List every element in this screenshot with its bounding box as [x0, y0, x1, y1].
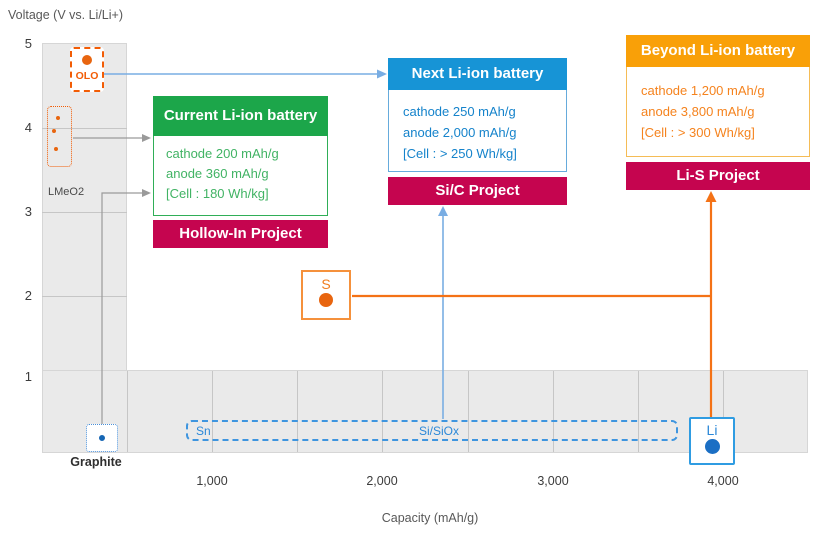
- lithium-marker-box: Li: [689, 417, 735, 465]
- gridline-x-1500: [297, 371, 298, 452]
- s-li-to-lis-arrowhead-icon: [705, 191, 717, 202]
- y-tick-4: 4: [24, 120, 32, 135]
- gridline-y-2: [42, 296, 127, 297]
- beyond-panel-specs: cathode 1,200 mAh/g anode 3,800 mAh/g [C…: [626, 67, 810, 157]
- current-spec-anode: anode 360 mAh/g: [166, 166, 269, 181]
- next-panel-title: Next Li-ion battery: [388, 58, 567, 90]
- lithium-dot-icon: [704, 439, 720, 454]
- y-tick-3: 3: [24, 204, 32, 219]
- next-panel-specs: cathode 250 mAh/g anode 2,000 mAh/g [Cel…: [388, 90, 567, 172]
- next-spec-anode: anode 2,000 mAh/g: [403, 125, 517, 140]
- current-panel-title: Current Li-ion battery: [153, 96, 328, 136]
- beyond-spec-cell: [Cell : > 300 Wh/kg]: [641, 125, 755, 140]
- x-axis-title: Capacity (mAh/g): [381, 511, 479, 525]
- olo-to-next-arrowhead-icon: [377, 69, 387, 79]
- lmeo2-label: LMeO2: [48, 186, 85, 198]
- olo-label: OLO: [75, 70, 99, 82]
- cathode-point-icon: [56, 116, 60, 120]
- x-tick-2000: 2,000: [366, 474, 398, 488]
- beyond-spec-cathode: cathode 1,200 mAh/g: [641, 83, 765, 98]
- current-spec-cathode: cathode 200 mAh/g: [166, 146, 279, 161]
- cathode-to-current-arrowhead-icon: [142, 134, 151, 142]
- si-siox-label: Si/SiOx: [419, 424, 460, 438]
- next-spec-cell: [Cell : > 250 Wh/kg]: [403, 146, 517, 161]
- gridline-x-500: [127, 371, 128, 452]
- x-tick-1000: 1,000: [196, 474, 228, 488]
- y-tick-5: 5: [24, 36, 32, 51]
- sulfur-dot-icon: [319, 293, 333, 307]
- graphite-point-icon: [99, 435, 105, 441]
- gridline-y-4: [42, 128, 127, 129]
- current-li-ion-panel: Current Li-ion battery cathode 200 mAh/g…: [153, 96, 328, 248]
- y-axis-title: Voltage (V vs. Li/Li+): [8, 8, 123, 22]
- sn-label: Sn: [196, 424, 211, 438]
- cathode-point-icon: [52, 129, 56, 133]
- graphite-marker-box: [86, 424, 118, 452]
- cathode-materials-box: [47, 106, 72, 167]
- li-s-project-badge: Li-S Project: [626, 162, 810, 190]
- beyond-panel-title: Beyond Li-ion battery: [626, 35, 810, 67]
- hollow-in-project-badge: Hollow-In Project: [153, 220, 328, 248]
- current-spec-cell: [Cell : 180 Wh/kg]: [166, 186, 269, 201]
- gridline-y-3: [42, 212, 127, 213]
- lmeo2-to-current-arrowhead-icon: [142, 189, 151, 197]
- sulfur-label: S: [321, 276, 331, 292]
- next-spec-cathode: cathode 250 mAh/g: [403, 104, 516, 119]
- anode-range-box: Sn Si/SiOx: [186, 420, 678, 441]
- next-li-ion-panel: Next Li-ion battery cathode 250 mAh/g an…: [388, 58, 567, 205]
- sulfur-marker-box: S: [301, 270, 351, 320]
- y-tick-1: 1: [24, 369, 32, 384]
- sisiox-to-sic-arrowhead-icon: [438, 206, 448, 216]
- gridline-x-4000: [723, 371, 724, 452]
- y-tick-2: 2: [24, 288, 32, 303]
- gridline-x-1000: [212, 371, 213, 452]
- cathode-point-icon: [54, 147, 58, 151]
- olo-dot-icon: [82, 55, 92, 65]
- si-c-project-badge: Si/C Project: [388, 177, 567, 205]
- graphite-label: Graphite: [70, 455, 122, 469]
- current-panel-specs: cathode 200 mAh/g anode 360 mAh/g [Cell …: [153, 136, 328, 216]
- olo-marker-box: OLO: [70, 47, 104, 92]
- beyond-spec-anode: anode 3,800 mAh/g: [641, 104, 755, 119]
- x-tick-3000: 3,000: [537, 474, 569, 488]
- x-tick-4000: 4,000: [707, 474, 739, 488]
- lithium-label: Li: [706, 422, 718, 438]
- beyond-li-ion-panel: Beyond Li-ion battery cathode 1,200 mAh/…: [626, 35, 810, 190]
